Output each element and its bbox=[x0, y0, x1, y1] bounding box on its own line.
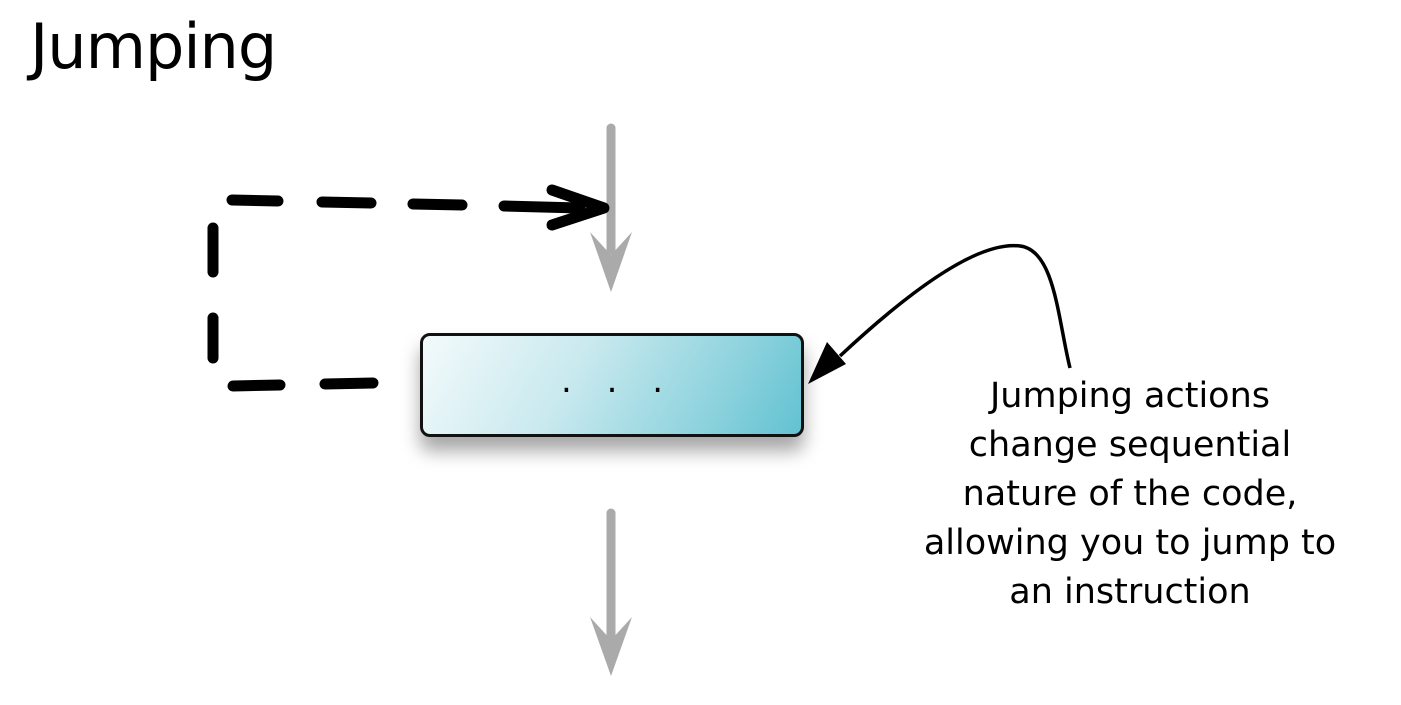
instruction-block: . . . bbox=[420, 333, 804, 437]
annotation-line: change sequential bbox=[968, 425, 1292, 465]
callout-arrow bbox=[808, 243, 1072, 384]
annotation-line: allowing you to jump to bbox=[923, 523, 1337, 563]
annotation-line: nature of the code, bbox=[962, 474, 1298, 514]
page-title: Jumping bbox=[30, 10, 277, 83]
instruction-ellipsis: . . . bbox=[560, 361, 676, 401]
annotation-text: Jumping actions change sequential nature… bbox=[860, 372, 1400, 617]
outgoing-flow-arrow bbox=[590, 508, 632, 676]
jump-dashed-arrow bbox=[207, 184, 610, 392]
incoming-flow-arrow bbox=[590, 123, 632, 292]
annotation-line: an instruction bbox=[1009, 572, 1251, 612]
annotation-line: Jumping actions bbox=[989, 376, 1271, 416]
